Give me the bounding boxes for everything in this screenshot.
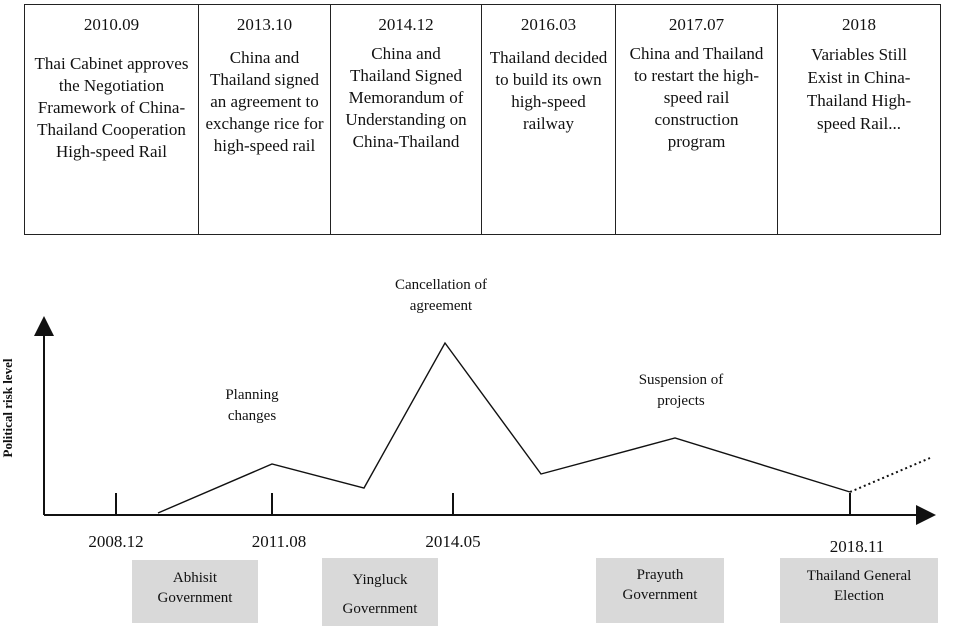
risk-curve	[157, 341, 851, 514]
annotation-planning-changes: Planning changes	[225, 387, 279, 424]
tick-label-2011-08: 2011.08	[251, 532, 307, 551]
gov-box-yingluck: Yingluck Government	[322, 558, 438, 626]
gov-box-abhisit: Abhisit Government	[132, 560, 258, 623]
event-box-2018: 2018 Variables Still Exist in China-Thai…	[777, 4, 941, 235]
event-description: Thai Cabinet approves the Negotiation Fr…	[34, 54, 189, 161]
tick-label-2014-05: 2014.05	[425, 532, 481, 551]
risk-forecast-dotted	[849, 457, 931, 493]
event-description: Variables Still Exist in China-Thailand …	[806, 45, 912, 133]
event-year: 2013.10	[236, 15, 293, 34]
event-box-2010-09: 2010.09 Thai Cabinet approves the Negoti…	[24, 4, 199, 235]
event-year: 2014.12	[378, 15, 434, 34]
event-description: China and Thailand Signed Memorandum of …	[345, 44, 467, 151]
event-box-2013-10: 2013.10 China and Thailand signed an agr…	[198, 4, 331, 235]
event-year: 2018	[842, 15, 876, 34]
event-box-2016-03: 2016.03 Thailand decided to build its ow…	[481, 4, 616, 235]
tick-label-2018-11: 2018.11	[829, 537, 885, 556]
gov-box-prayuth: Prayuth Government	[596, 558, 724, 623]
event-box-2017-07: 2017.07 China and Thailand to restart th…	[615, 4, 778, 235]
event-description: China and Thailand signed an agreement t…	[205, 48, 324, 155]
event-box-2014-12: 2014.12 China and Thailand Signed Memora…	[330, 4, 482, 235]
tick-label-2008-12: 2008.12	[88, 532, 144, 551]
event-year: 2016.03	[520, 15, 577, 34]
event-year: 2010.09	[83, 15, 140, 34]
annotation-cancellation: Cancellation of agreement	[394, 277, 488, 314]
event-description: China and Thailand to restart the high-s…	[629, 44, 764, 151]
gov-box-general-election: Thailand General Election	[780, 558, 938, 623]
annotation-suspension: Suspension of projects	[638, 372, 724, 409]
event-description: Thailand decided to build its own high-s…	[489, 48, 608, 133]
y-axis-label: Political risk level	[0, 358, 15, 458]
event-year: 2017.07	[668, 15, 725, 34]
